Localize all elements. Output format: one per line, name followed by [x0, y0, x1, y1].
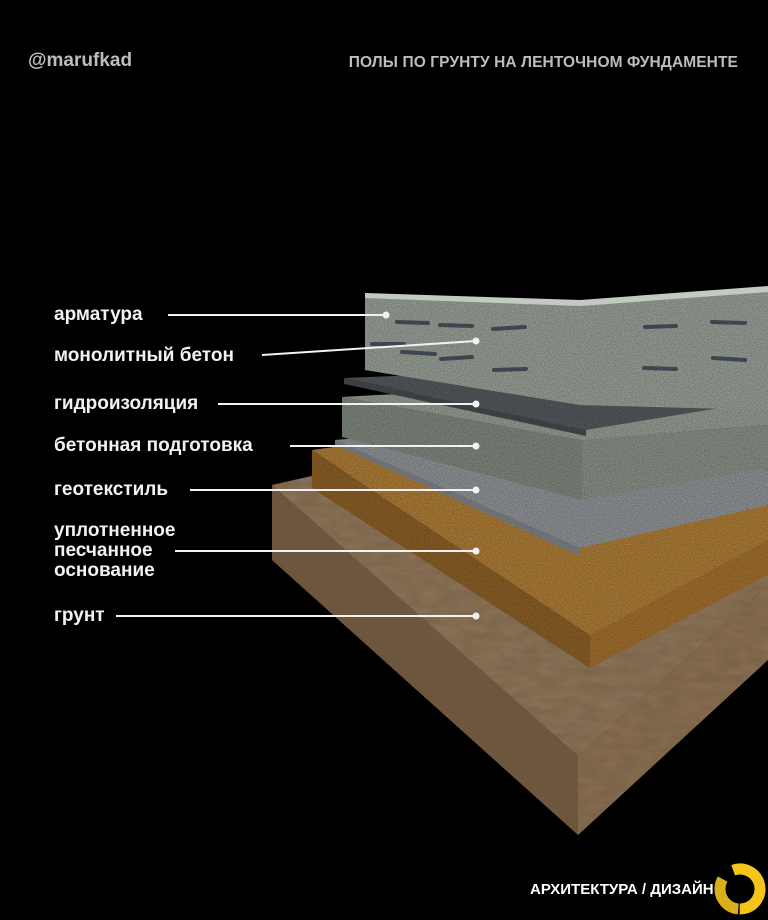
label-sand-base: уплотненное песчанное основание	[54, 520, 176, 581]
leader-lines	[116, 311, 480, 620]
brand-logo-icon	[714, 863, 766, 915]
label-waterproofing: гидроизоляция	[54, 393, 199, 414]
label-soil: грунт	[54, 605, 105, 626]
label-monolithic-concrete: монолитный бетон	[54, 345, 234, 366]
concrete-slab-layer	[365, 286, 768, 410]
page-title: ПОЛЫ ПО ГРУНТУ НА ЛЕНТОЧНОМ ФУНДАМЕНТЕ	[348, 54, 738, 71]
leader-monolith	[261, 340, 477, 356]
footer-caption: АРХИТЕКТУРА / ДИЗАЙН	[530, 881, 714, 898]
label-armatura: арматура	[54, 304, 143, 325]
rebar-ends	[370, 320, 747, 372]
label-concrete-prep: бетонная подготовка	[54, 435, 253, 456]
author-handle: @marufkad	[28, 50, 133, 71]
label-geotextile: геотекстиль	[54, 479, 169, 500]
